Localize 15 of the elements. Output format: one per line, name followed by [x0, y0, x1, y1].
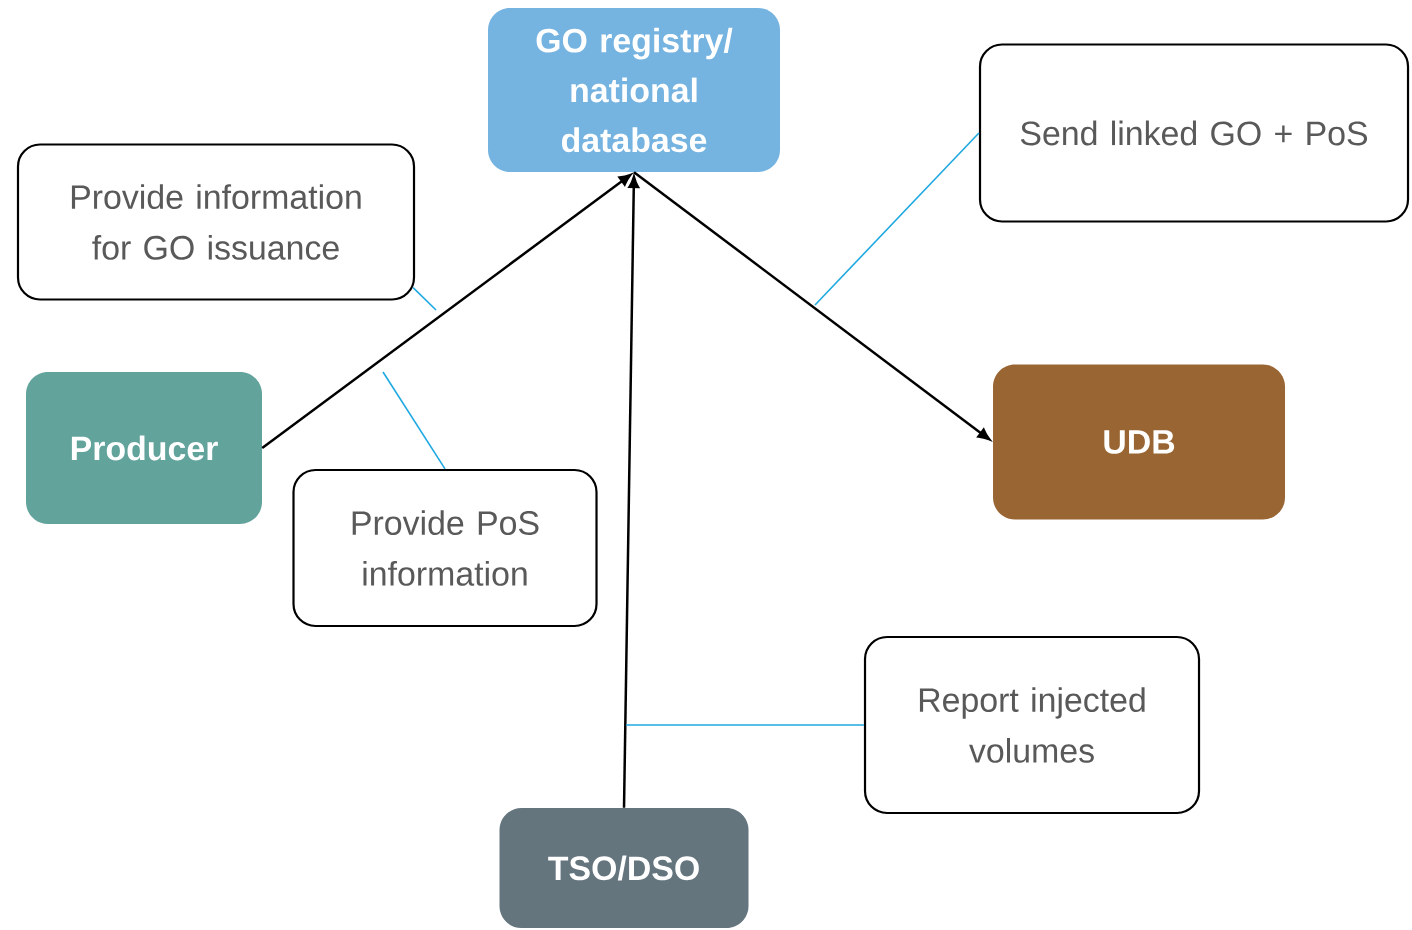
callout-box: Provide PoS information: [292, 468, 598, 628]
leader-line: [412, 286, 437, 311]
actor-box: TSO/DSO: [499, 808, 749, 928]
arrow: [261, 173, 632, 449]
arrow: [633, 171, 991, 441]
callout-box: Provide information for GO issuance: [16, 143, 416, 301]
actor-box: Producer: [26, 372, 262, 524]
actor-box: UDB: [993, 364, 1285, 520]
leader-line: [814, 132, 980, 306]
registry-box: GO registry/ national database: [488, 8, 780, 172]
arrow: [622, 175, 640, 808]
callout-box: Send linked GO + PoS: [978, 43, 1410, 223]
callout-box: Report injected volumes: [863, 635, 1201, 815]
leader-line: [625, 724, 865, 726]
leader-line: [382, 371, 446, 470]
